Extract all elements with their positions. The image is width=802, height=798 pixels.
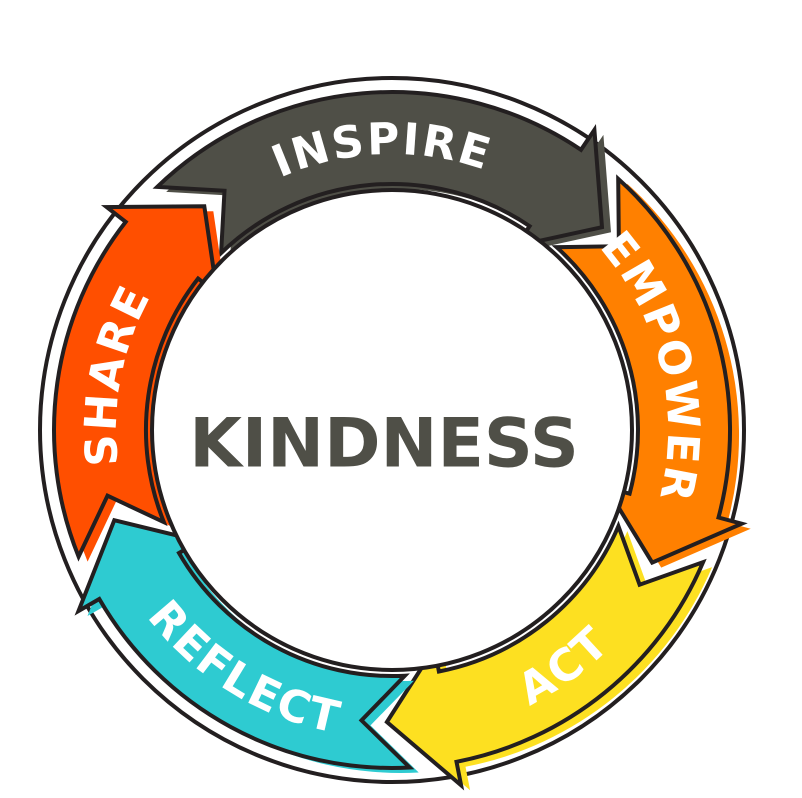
outer-ring [38, 76, 746, 784]
arrow-act [384, 520, 707, 791]
inner-circle [150, 188, 634, 672]
center-label: KINDNESS [189, 405, 579, 484]
arrow-reflect [74, 517, 415, 770]
arrow-share [52, 204, 220, 562]
arrow-inspire [152, 90, 605, 258]
arrow-empower [551, 174, 748, 566]
